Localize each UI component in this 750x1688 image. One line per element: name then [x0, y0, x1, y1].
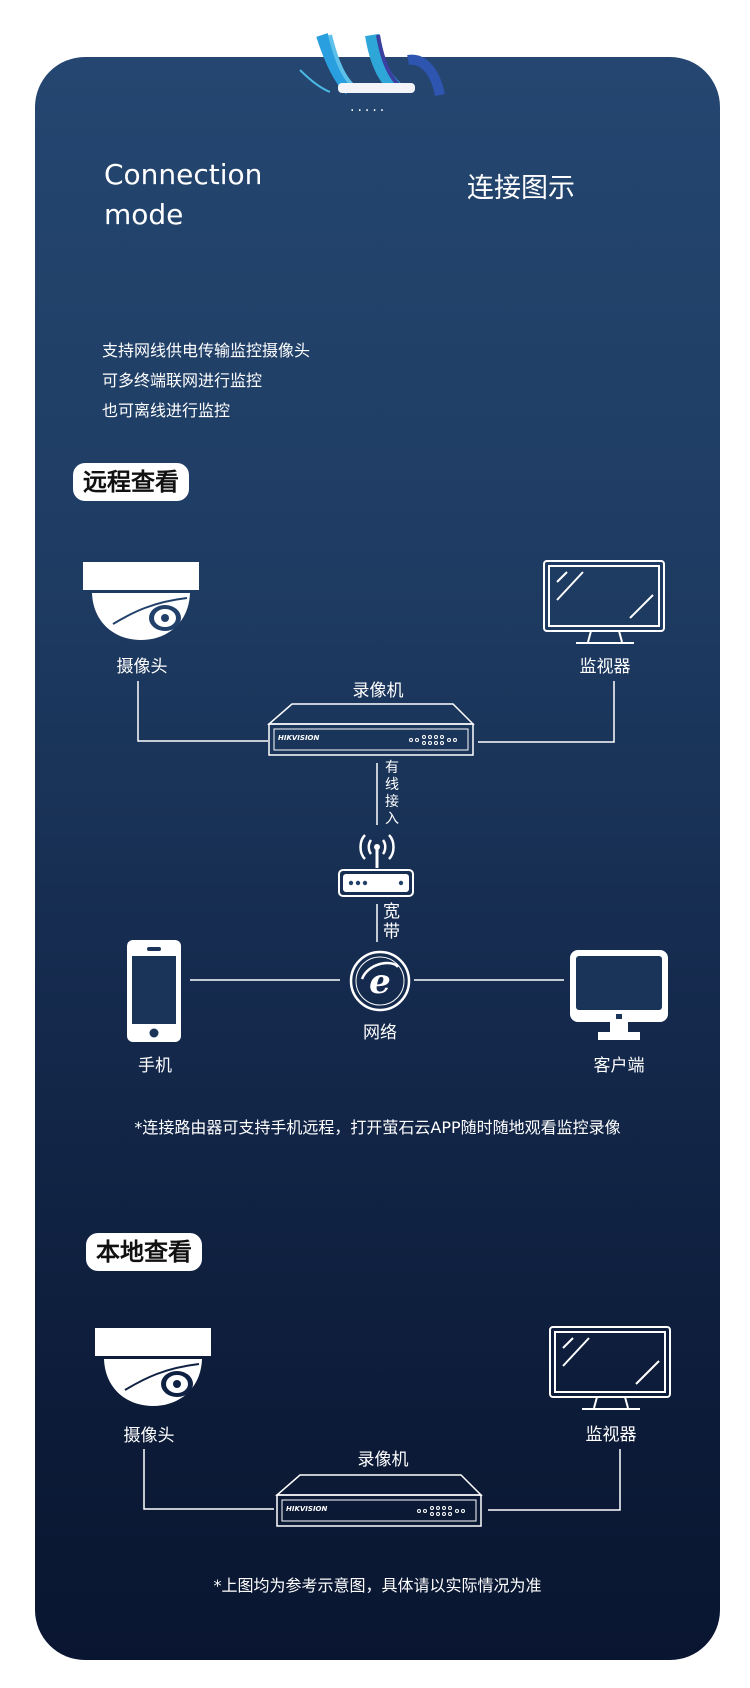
broadband-char: 带 [383, 922, 400, 942]
wired-char: 接 [385, 794, 399, 810]
svg-text:e: e [369, 962, 391, 1002]
intro-line: 可多终端联网进行监控 [102, 371, 263, 390]
monitor-nvr-line [488, 1449, 621, 1511]
client-label: 客户端 [593, 1056, 645, 1076]
nvr-label: 录像机 [352, 681, 404, 701]
broadband-char: 宽 [383, 902, 400, 922]
remote-heading: 远程查看 [73, 463, 189, 501]
monitor-icon [543, 560, 665, 644]
phone-label: 手机 [138, 1056, 172, 1076]
desktop-client-icon [570, 950, 668, 1040]
remote-note: *连接路由器可支持手机远程，打开萤石云APP随时随地观看监控录像 [134, 1118, 621, 1137]
wifi-router-icon [338, 834, 414, 897]
camera-nvr-line [137, 681, 268, 742]
wired-char: 线 [385, 777, 399, 793]
intro-line: 支持网线供电传输监控摄像头 [102, 341, 311, 360]
wired-access-label: 有 线 接 入 [385, 760, 401, 828]
monitor-nvr-line [478, 681, 615, 743]
local-heading: 本地查看 [86, 1233, 202, 1271]
title-en-line2: mode [104, 198, 184, 231]
title-cn: 连接图示 [467, 173, 575, 204]
title-en-line1: Connection [104, 158, 263, 191]
nvr-label: 录像机 [357, 1450, 409, 1470]
intro-line: 也可离线进行监控 [102, 401, 231, 420]
nvr-brand: HIKVISION [286, 1505, 328, 1513]
monitor-label: 监视器 [579, 657, 631, 677]
monitor-label: 监视器 [585, 1425, 637, 1445]
camera-nvr-line [143, 1449, 274, 1510]
dome-camera-icon [83, 562, 199, 640]
wired-char: 入 [385, 811, 399, 827]
broadband-label: 宽 带 [383, 902, 403, 942]
smartphone-icon [127, 940, 181, 1042]
dome-camera-icon [95, 1328, 211, 1406]
nvr-recorder-icon: HIKVISION [274, 1474, 483, 1527]
nvr-brand: HIKVISION [278, 734, 320, 742]
network-label: 网络 [363, 1023, 397, 1043]
disclaimer-note: *上图均为参考示意图，具体请以实际情况为准 [213, 1576, 542, 1595]
wired-char: 有 [385, 760, 399, 776]
internet-e-icon: e [349, 950, 411, 1012]
camera-label: 摄像头 [116, 657, 168, 677]
ribbon-logo-icon [299, 33, 445, 97]
camera-label: 摄像头 [123, 1426, 175, 1446]
nvr-recorder-icon: HIKVISION [266, 703, 475, 756]
monitor-icon [549, 1326, 671, 1410]
page-dots: ····· [350, 103, 388, 119]
title-en: Connection mode [104, 155, 262, 235]
